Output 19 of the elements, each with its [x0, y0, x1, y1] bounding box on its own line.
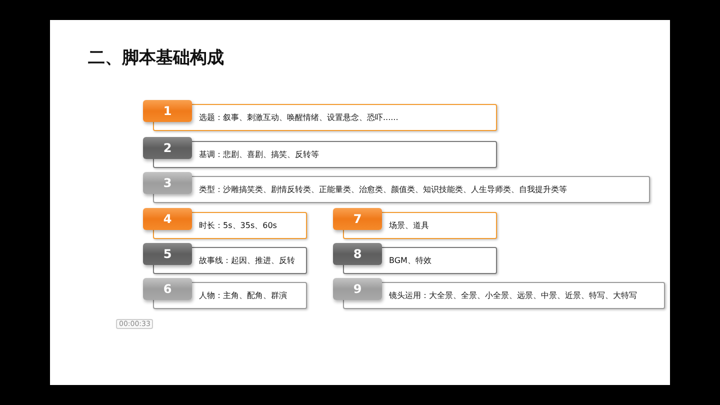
number-tab: 3 [143, 172, 192, 194]
number-tab: 6 [143, 278, 192, 300]
number-tab: 8 [333, 243, 382, 265]
item-text: BGM、特效 [389, 255, 432, 266]
item-text: 场景、道具 [389, 220, 429, 231]
number-tab: 1 [143, 100, 192, 122]
number-tab: 2 [143, 137, 192, 159]
item-text: 镜头运用：大全景、全景、小全景、远景、中景、近景、特写、大特写 [389, 290, 637, 301]
item-text: 人物：主角、配角、群演 [199, 290, 287, 301]
item-text: 类型：沙雕搞笑类、剧情反转类、正能量类、治愈类、颜值类、知识技能类、人生导师类、自我提升类等 [199, 184, 567, 195]
number-tab: 9 [333, 278, 382, 300]
number-tab: 5 [143, 243, 192, 265]
item-text: 选题：叙事、刺激互动、唤醒情绪、设置悬念、恐吓...... [199, 112, 398, 123]
number-tab: 4 [143, 208, 192, 230]
item-text: 故事线：起因、推进、反转 [199, 255, 295, 266]
item-text: 基调：悲剧、喜剧、搞笑、反转等 [199, 149, 319, 160]
item-text: 时长：5s、35s、60s [199, 220, 277, 231]
slide-title: 二、脚本基础构成 [88, 47, 224, 69]
number-tab: 7 [333, 208, 382, 230]
